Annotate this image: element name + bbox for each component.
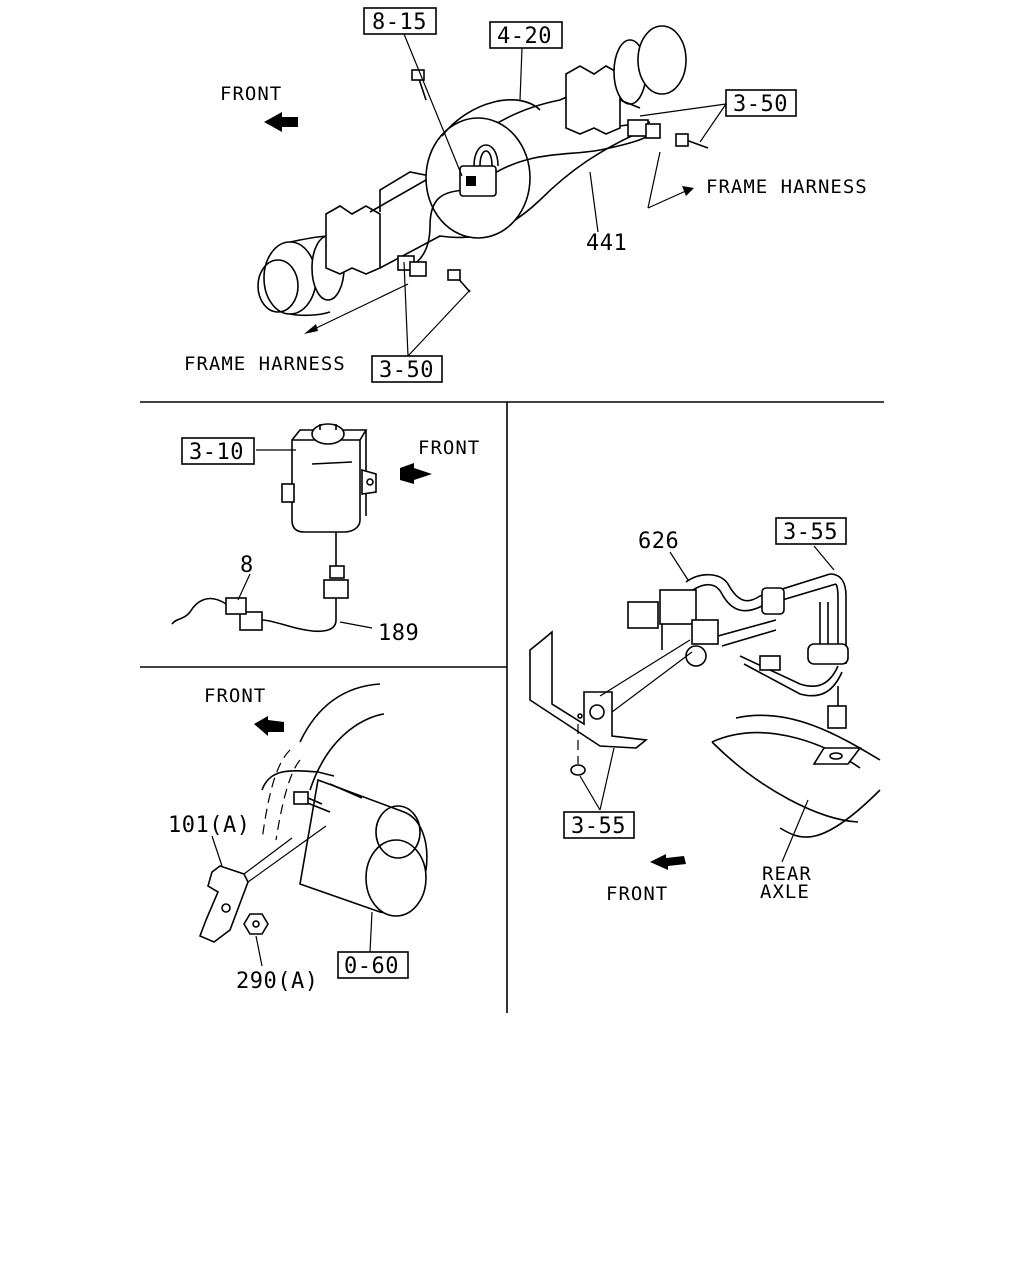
ref-box-0-60: 0-60 — [344, 954, 399, 979]
axle-label: AXLE — [760, 881, 810, 903]
tank-view-labels: 3-10 FRONT 8 189 — [181, 437, 480, 646]
front-label: FRONT — [220, 83, 282, 105]
rear-axle-housing-drawing — [257, 25, 727, 357]
ref-box-3-50: 3-50 — [733, 92, 788, 117]
part-number-441: 441 — [586, 231, 627, 256]
front-label: FRONT — [204, 685, 266, 707]
ref-box-3-55: 3-55 — [783, 520, 838, 545]
part-number-101a: 101(A) — [168, 813, 250, 838]
part-number-290a: 290(A) — [236, 969, 318, 994]
frame-harness-label: FRAME HARNESS — [184, 353, 346, 375]
reservoir-tank-drawing — [171, 423, 432, 633]
ref-box-3-10: 3-10 — [189, 440, 244, 465]
cylinder-bracket-drawing — [198, 683, 428, 967]
cylinder-view-labels: FRONT 101(A) 290(A) 0-60 — [168, 685, 409, 994]
top-view-labels: FRONT FRAME HARNESS FRAME HARNESS 8-15 4… — [184, 7, 868, 383]
ref-box-3-50: 3-50 — [379, 358, 434, 383]
panel-dividers — [140, 401, 884, 1013]
brake-pipe-bracket-drawing — [529, 545, 881, 870]
frame-harness-label: FRAME HARNESS — [706, 176, 868, 198]
front-label: FRONT — [418, 437, 480, 459]
ref-box-3-55: 3-55 — [571, 814, 626, 839]
front-label: FRONT — [606, 883, 668, 905]
ref-box-4-20: 4-20 — [497, 24, 552, 49]
part-number-626: 626 — [638, 529, 679, 554]
part-number-189: 189 — [378, 621, 419, 646]
part-number-8: 8 — [240, 553, 254, 578]
axle-view-labels: 626 3-55 3-55 FRONT REAR AXLE — [563, 517, 847, 905]
ref-box-8-15: 8-15 — [372, 10, 427, 35]
rear-label: REAR — [762, 863, 812, 885]
